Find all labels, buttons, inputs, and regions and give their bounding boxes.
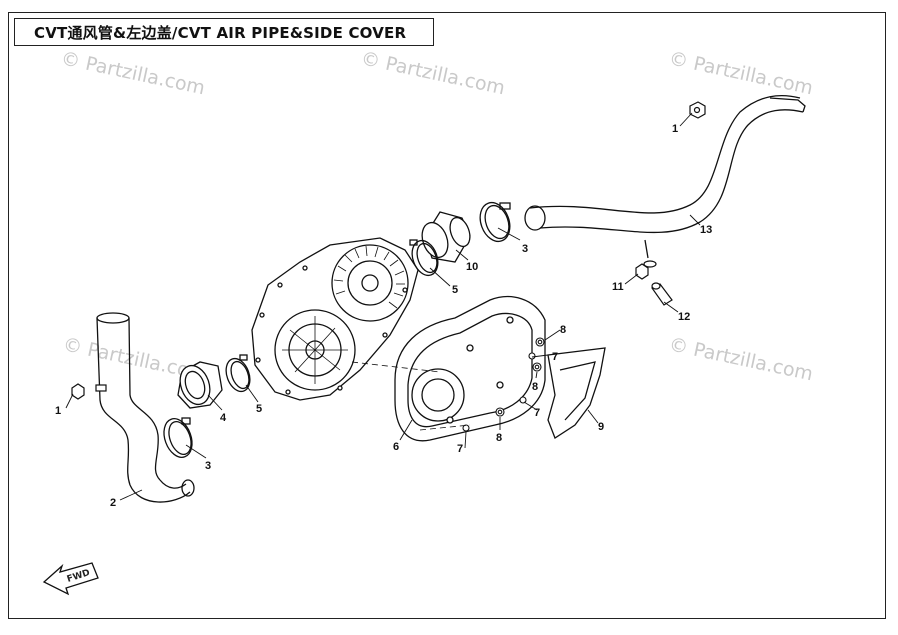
assembly-lines [351, 361, 471, 431]
part-11-nut [635, 260, 657, 280]
callout-13: 13 [700, 224, 712, 236]
callout-5-top: 5 [452, 284, 458, 296]
callout-1-top: 1 [672, 123, 678, 135]
callout-1-left: 1 [55, 405, 61, 417]
part-5-clamp-upper [409, 239, 439, 277]
part-4-boot [177, 361, 223, 409]
part-1-nut-top [689, 101, 706, 119]
page-title: CVT通风管&左边盖/CVT AIR PIPE&SIDE COVER [34, 24, 407, 42]
callout-5-bottom: 5 [256, 403, 262, 415]
part-9-duct [547, 347, 606, 439]
callout-8-a: 8 [560, 324, 566, 336]
parts-7-8-fasteners [462, 337, 545, 432]
callout-7-b: 7 [552, 351, 558, 363]
part-3-clamp-top [479, 201, 511, 243]
callout-12: 12 [678, 311, 690, 323]
callout-10: 10 [466, 261, 478, 273]
part-3-clamp-lower [163, 417, 193, 458]
part-10-boot [421, 211, 471, 263]
title-box [14, 18, 434, 46]
part-6-side-cover [394, 296, 546, 442]
callout-8-b: 8 [532, 381, 538, 393]
watermark-2: © Partzilla.com [359, 47, 507, 99]
callout-3-bottom: 3 [205, 460, 211, 472]
fwd-arrow: FWD [42, 562, 99, 596]
part-12-sensor [651, 282, 673, 306]
callout-11: 11 [612, 281, 624, 293]
callout-2: 2 [110, 497, 116, 509]
callout-8-c: 8 [496, 432, 502, 444]
leader-lines [65, 112, 701, 501]
watermark-1: © Partzilla.com [59, 47, 207, 99]
watermark-3: © Partzilla.com [667, 47, 815, 99]
part-5-clamp-lower [225, 354, 251, 393]
callout-6: 6 [393, 441, 399, 453]
part-2-pipe [96, 312, 195, 503]
callout-4: 4 [220, 412, 227, 424]
callout-7-a: 7 [457, 443, 463, 455]
fwd-arrow-icon [42, 562, 99, 596]
callout-9: 9 [598, 421, 604, 433]
part-13-air-pipe [524, 94, 806, 259]
callout-7-c: 7 [534, 407, 540, 419]
cvt-housing [251, 237, 419, 401]
diagram-frame [8, 12, 886, 619]
watermark-5: © Partzilla.com [667, 333, 815, 385]
callout-labels: 1 1 2 3 3 4 5 5 6 7 7 7 8 8 8 9 10 11 12… [55, 123, 712, 509]
callout-3-top: 3 [522, 243, 528, 255]
part-1-nut-left [71, 383, 107, 400]
